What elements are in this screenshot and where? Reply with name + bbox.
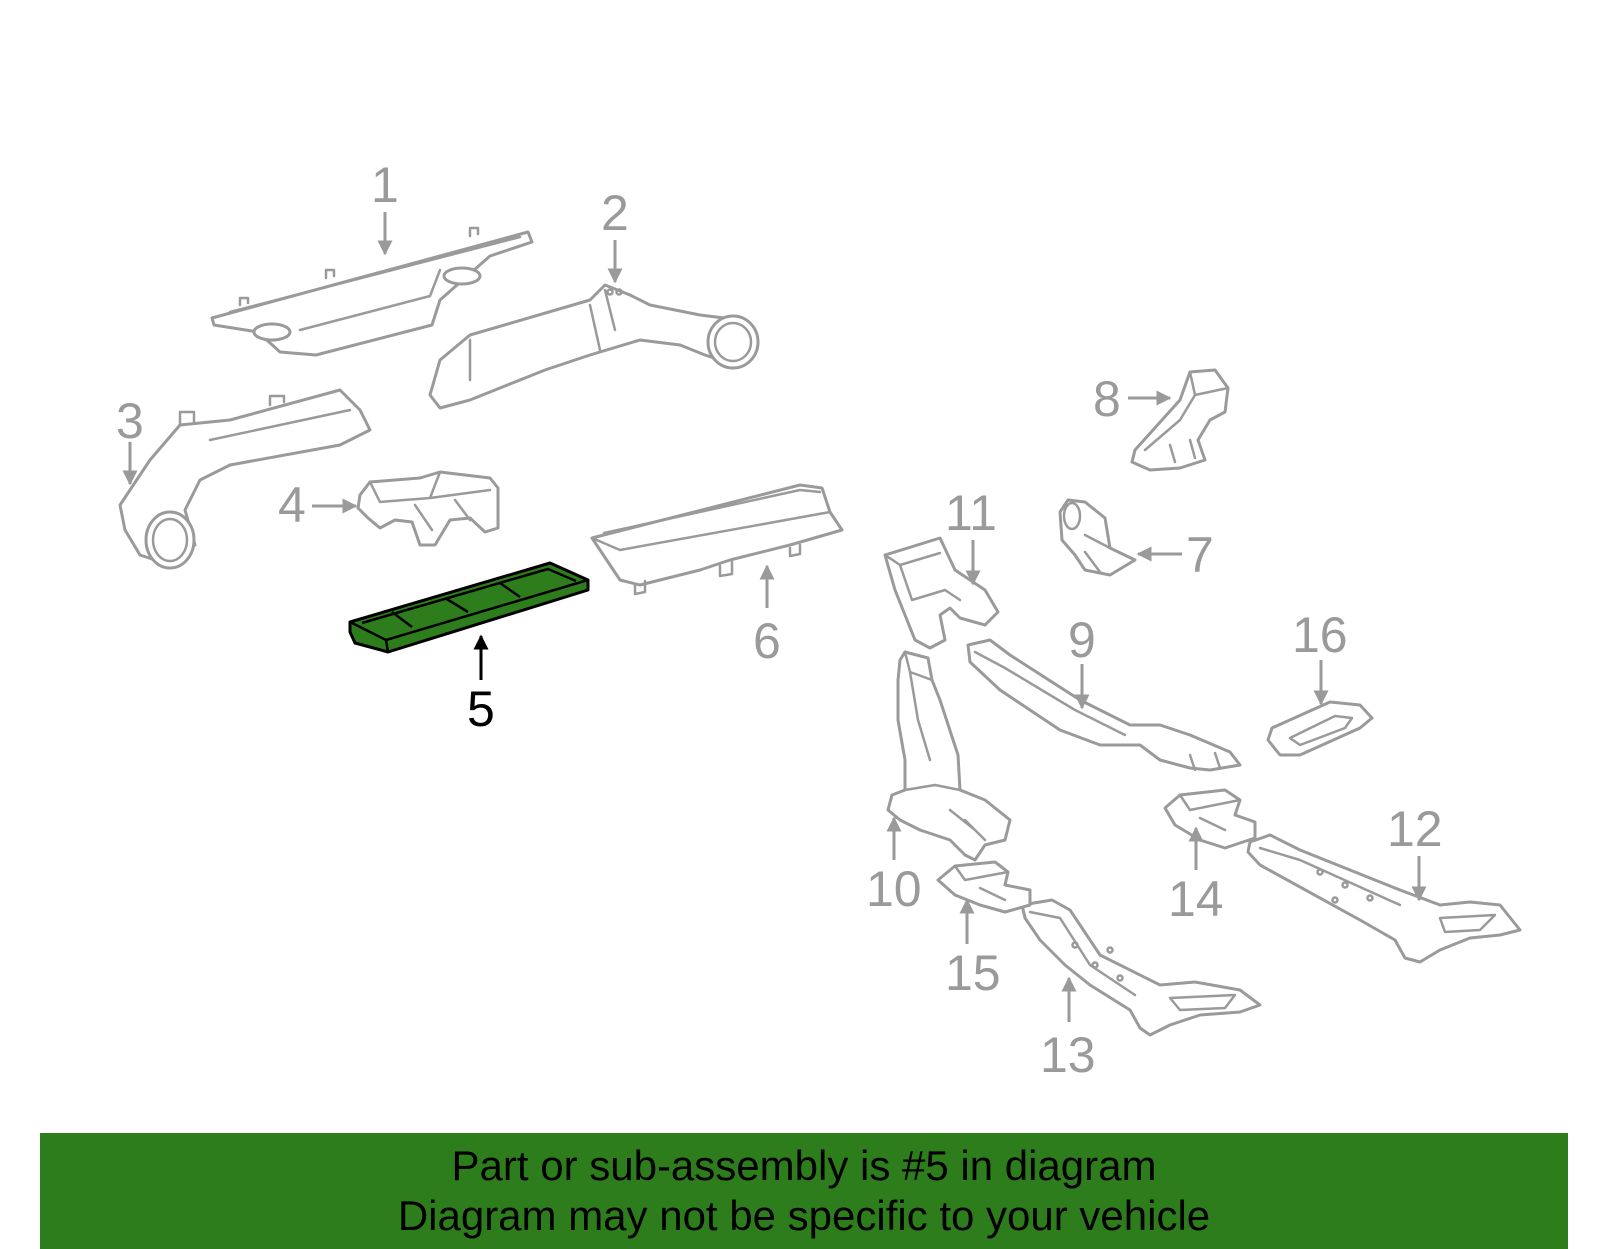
callout-1: 1 — [371, 157, 399, 213]
callout-10: 10 — [866, 861, 922, 917]
part-15-duct-joint[interactable] — [936, 860, 1032, 914]
part-3-side-duct[interactable] — [118, 388, 372, 570]
callout-15: 15 — [945, 945, 1001, 1001]
part-1-defroster-nozzle[interactable] — [210, 226, 534, 357]
callout-3: 3 — [116, 393, 144, 449]
info-banner: Part or sub-assembly is #5 in diagram Di… — [40, 1133, 1568, 1249]
callout-13: 13 — [1040, 1027, 1096, 1083]
part-8-duct[interactable] — [1130, 368, 1230, 472]
part-10-floor-duct[interactable] — [886, 650, 1012, 862]
callout-6: 6 — [753, 613, 781, 669]
banner-line-part-info: Part or sub-assembly is #5 in diagram — [451, 1142, 1157, 1189]
part-7-duct-elbow[interactable] — [1058, 498, 1137, 577]
callout-9: 9 — [1068, 612, 1096, 668]
callout-8: 8 — [1093, 371, 1121, 427]
callout-arrows — [122, 212, 1427, 1022]
callout-14: 14 — [1168, 871, 1224, 927]
part-2-air-duct[interactable] — [428, 283, 760, 410]
part-6-defroster-nozzle[interactable] — [590, 483, 844, 596]
callout-2: 2 — [601, 185, 629, 241]
part-14-duct-joint[interactable] — [1163, 788, 1257, 850]
callout-7: 7 — [1186, 527, 1214, 583]
part-11-connector-duct[interactable] — [883, 536, 1000, 650]
parts-diagram: 1 2 3 4 5 6 7 8 9 10 11 12 13 14 15 16 — [116, 157, 1522, 1083]
part-13-rear-floor-duct-left[interactable] — [1020, 898, 1262, 1037]
callout-16: 16 — [1292, 607, 1348, 663]
callout-4: 4 — [278, 477, 306, 533]
part-9-rear-duct[interactable] — [966, 638, 1242, 772]
callout-11: 11 — [945, 485, 997, 541]
callout-5: 5 — [467, 681, 495, 737]
banner-line-disclaimer: Diagram may not be specific to your vehi… — [397, 1192, 1211, 1239]
callout-labels: 1 2 3 4 5 6 7 8 9 10 11 12 13 14 15 16 — [116, 157, 1443, 1083]
part-16-gasket-plate[interactable] — [1266, 700, 1374, 757]
part-4-register[interactable] — [356, 470, 500, 547]
part-5-highlighted-grille[interactable] — [348, 561, 590, 654]
callout-12: 12 — [1387, 801, 1443, 857]
part-12-rear-floor-duct[interactable] — [1246, 833, 1522, 964]
